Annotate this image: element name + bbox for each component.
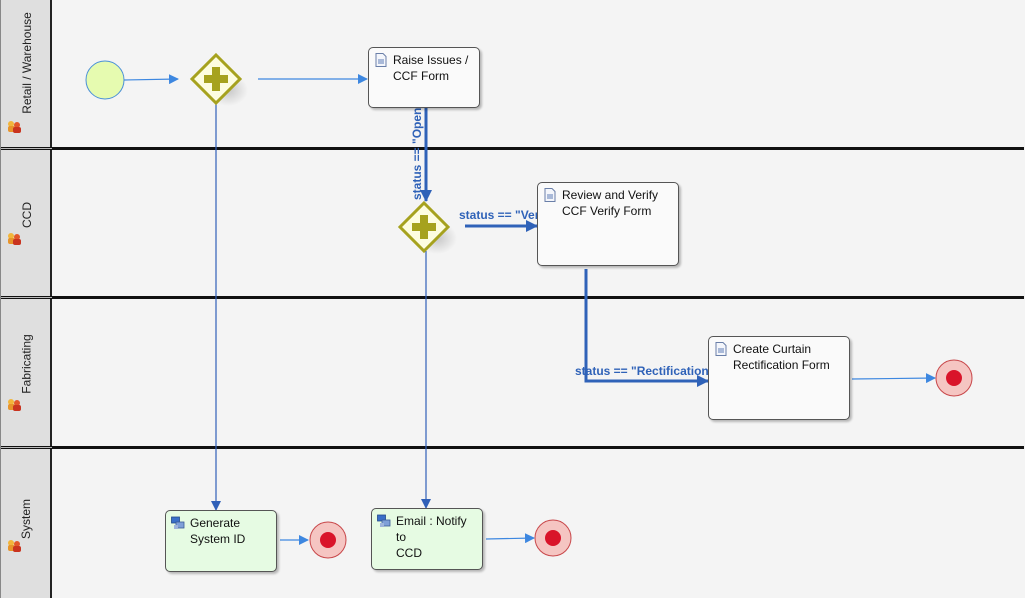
task-label: Create Curtain Rectification Form — [733, 342, 830, 372]
group-users-icon — [8, 233, 21, 245]
condition-label-verify: status == "Verify" — [459, 208, 560, 222]
flow-create-curtain-to-end[interactable] — [851, 373, 936, 384]
plus-icon — [412, 215, 436, 239]
end-event-generate-id[interactable] — [309, 521, 347, 559]
form-document-icon — [544, 188, 556, 202]
task-label: Generate System ID — [190, 516, 246, 546]
flow-start-to-gateway1[interactable] — [123, 74, 179, 85]
group-users-icon — [8, 121, 21, 133]
flow-email-notify-to-end[interactable] — [485, 533, 535, 544]
end-event-email[interactable] — [534, 519, 572, 557]
service-computers-icon — [377, 514, 391, 527]
lane-header[interactable]: System — [1, 449, 52, 598]
task-label: Review and Verify CCF Verify Form — [562, 188, 659, 218]
task-review-verify[interactable]: Review and Verify CCF Verify Form — [537, 182, 679, 266]
parallel-gateway-1[interactable] — [189, 52, 248, 106]
task-label: Email : Notify to CCD — [396, 514, 467, 560]
plus-icon — [204, 67, 228, 91]
lane-header[interactable]: Fabricating — [1, 299, 52, 447]
task-label: Raise Issues / CCF Form — [393, 53, 469, 83]
form-document-icon — [375, 53, 387, 67]
task-raise-issues[interactable]: Raise Issues / CCF Form — [368, 47, 480, 108]
lane-divider — [1, 446, 1024, 449]
service-computers-icon — [171, 516, 185, 529]
task-create-curtain[interactable]: Create Curtain Rectification Form — [708, 336, 850, 420]
flow-review-verify-to-create-curtain[interactable] — [584, 269, 709, 387]
condition-label-rectification: status == "Rectification" — [575, 364, 715, 378]
task-email-notify[interactable]: Email : Notify to CCD — [371, 508, 483, 570]
start-event[interactable] — [85, 60, 125, 100]
form-document-icon — [715, 342, 727, 356]
group-users-icon — [8, 399, 21, 411]
condition-label-open: status == "Open" — [410, 101, 424, 200]
task-generate-system-id[interactable]: Generate System ID — [165, 510, 277, 572]
lane-header[interactable]: Retail / Warehouse — [1, 0, 52, 148]
parallel-gateway-2[interactable] — [397, 200, 457, 254]
group-users-icon — [8, 540, 21, 552]
lane-divider — [1, 147, 1024, 150]
lane-divider — [1, 296, 1024, 299]
lane-header[interactable]: CCD — [1, 150, 52, 297]
end-event-fabricating[interactable] — [935, 359, 973, 397]
